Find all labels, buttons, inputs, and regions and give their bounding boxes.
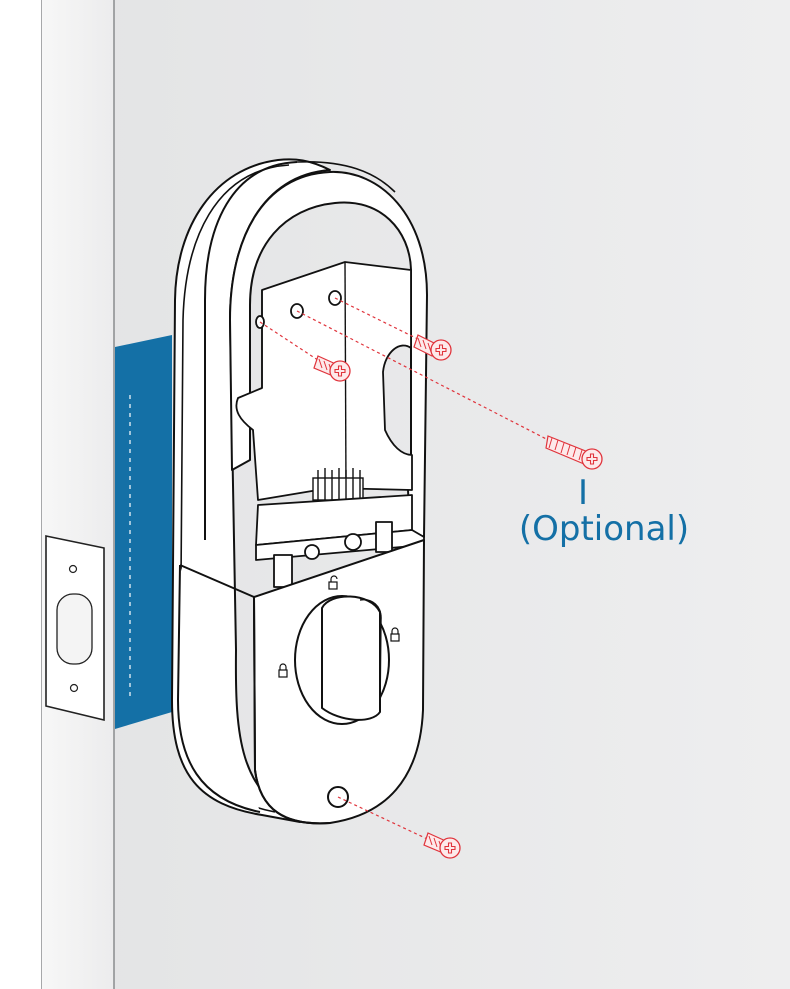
lock-closed-icon <box>278 663 288 678</box>
strike-plate <box>45 535 105 722</box>
screw-top-right <box>413 334 452 361</box>
battery-compartment <box>235 261 413 501</box>
screw-long-optional <box>545 435 603 470</box>
lock-closed-icon <box>390 627 400 642</box>
mounting-plate <box>255 494 425 588</box>
lock-open-icon <box>328 575 338 590</box>
lock-cover <box>177 539 425 825</box>
door-frame <box>0 0 42 989</box>
screw-bottom <box>423 832 461 859</box>
callout-marker: I <box>578 473 588 513</box>
alignment-tape <box>115 335 172 729</box>
screw-top-left <box>313 355 351 382</box>
door-edge <box>42 0 114 989</box>
screw-guide-lines <box>259 297 561 846</box>
callout-optional-label: (Optional) <box>519 509 689 549</box>
cable-connector <box>312 468 364 501</box>
